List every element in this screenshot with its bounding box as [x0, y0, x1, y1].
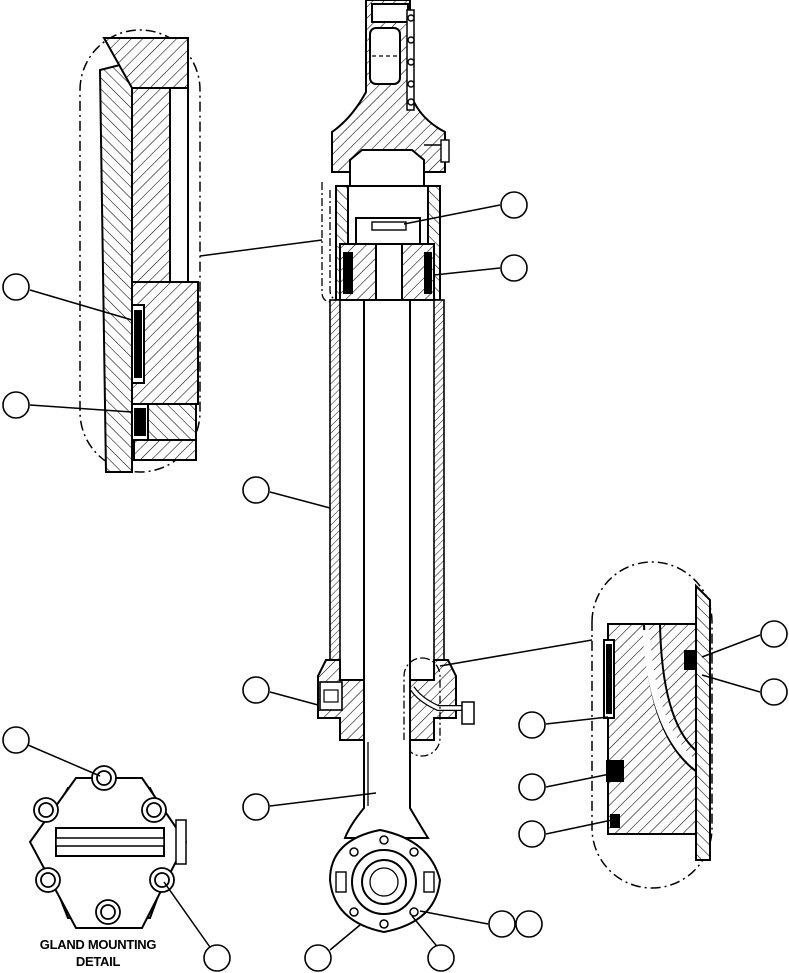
callout-detail-b-bottom[interactable] [518, 820, 546, 848]
rod-eye [328, 828, 442, 934]
callout-detail-b-top-1[interactable] [760, 620, 788, 648]
cylinder-tube [329, 299, 445, 680]
gland-mounting-detail-view [28, 765, 188, 929]
callout-tube[interactable] [242, 476, 270, 504]
callout-detail-b-mid[interactable] [518, 711, 546, 739]
callout-piston-upper-bottom[interactable] [500, 254, 528, 282]
callouts [2, 191, 788, 972]
hex-bolts [33, 765, 175, 925]
leader-lines [27, 204, 761, 951]
callout-piston-upper-top[interactable] [500, 191, 528, 219]
callout-gland-detail-bolt-top[interactable] [2, 726, 30, 754]
callout-rod-eye-right-1[interactable] [488, 910, 516, 938]
detail-a-capsule [79, 29, 201, 473]
callout-detail-b-lower[interactable] [518, 773, 546, 801]
detail-b-capsule [591, 561, 713, 889]
callout-gland-detail-bolt-bottom[interactable] [203, 944, 231, 972]
callout-detail-a-wear-ring[interactable] [2, 391, 30, 419]
main-cylinder [317, 0, 475, 934]
callout-rod-eye-left[interactable] [304, 944, 332, 972]
callout-rod-eye-bottom[interactable] [427, 944, 455, 972]
callout-detail-b-top-2[interactable] [760, 678, 788, 706]
cylinder-head-block [331, 0, 450, 187]
callout-rod[interactable] [242, 793, 270, 821]
callout-rod-eye-right-2[interactable] [515, 910, 543, 938]
callout-gland[interactable] [242, 676, 270, 704]
gland-assembly [317, 657, 475, 757]
upper-barrel [321, 182, 441, 303]
callout-detail-a-seal[interactable] [2, 273, 30, 301]
gland-mounting-detail-caption: GLAND MOUNTING DETAIL [14, 936, 182, 970]
caption-line-2: DETAIL [75, 954, 121, 969]
caption-line-1: GLAND MOUNTING [39, 937, 157, 952]
